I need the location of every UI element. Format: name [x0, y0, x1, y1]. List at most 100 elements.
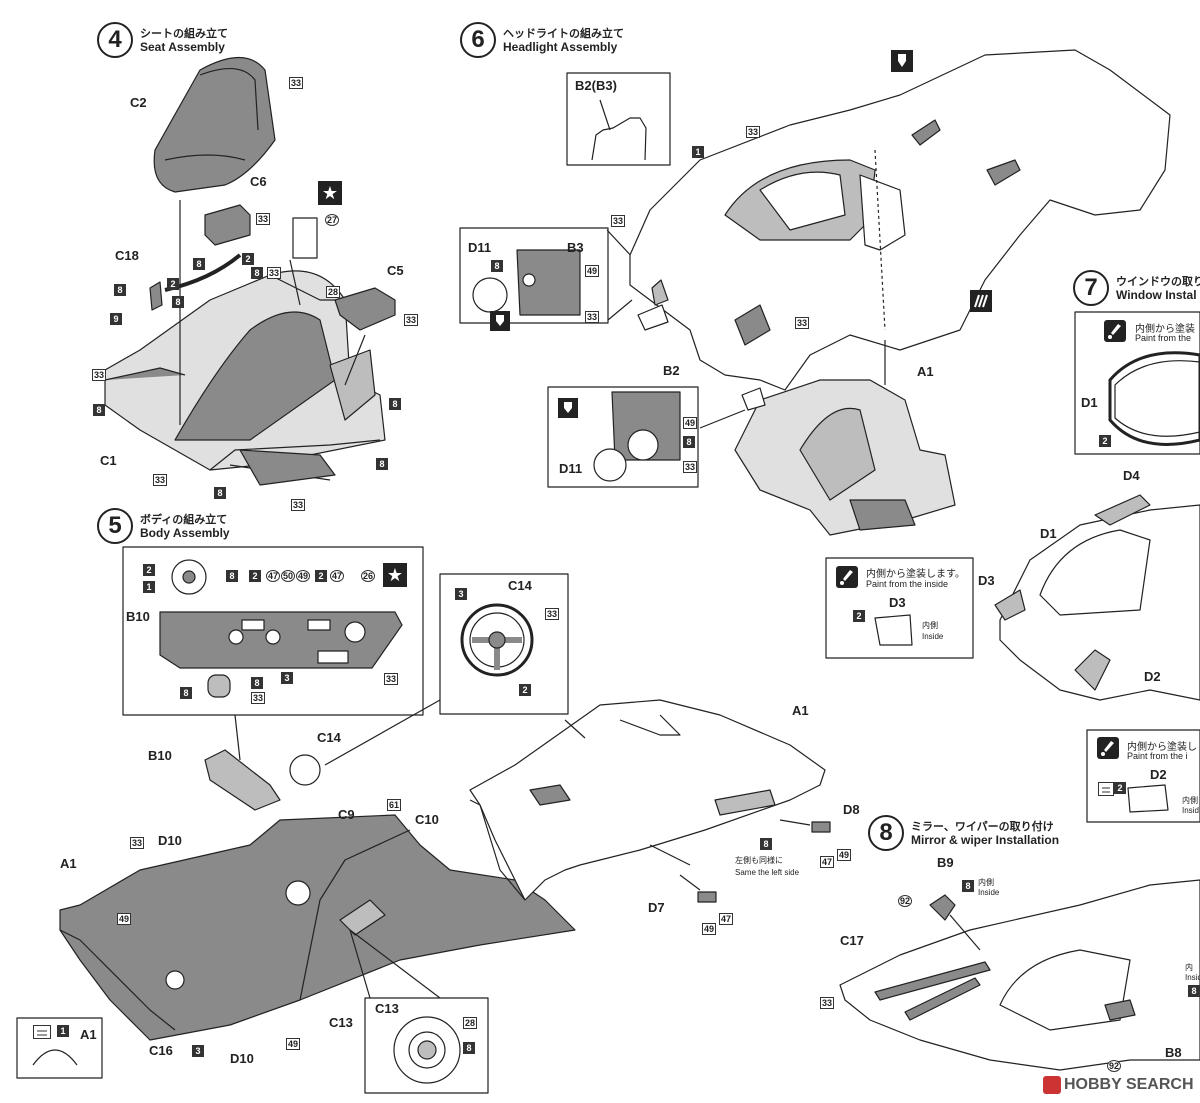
paint-code-8: 8: [114, 284, 126, 296]
paint-brush-icon: [836, 566, 858, 588]
paint-code-2: 2: [315, 570, 327, 582]
paint-code-61: 61: [387, 799, 402, 811]
paint-code-8: 8: [683, 436, 695, 448]
paint-code-3: 3: [281, 672, 293, 684]
paint-code-8: 8: [214, 487, 226, 499]
part-label-a1-step6: A1: [917, 364, 934, 379]
paint-code-33: 33: [289, 77, 304, 89]
paint-code-8: 8: [93, 404, 105, 416]
body-a1-lower-drawing: [59, 814, 576, 1041]
decal-icon: [1098, 782, 1114, 796]
part-label-d3: D3: [978, 573, 995, 588]
paint-code-28: 28: [326, 286, 341, 298]
note-paint-inside-en-step7: Paint from the: [1135, 333, 1192, 343]
decal-icon: [33, 1025, 51, 1039]
note-inside-jp: 内側: [922, 621, 938, 630]
part-label-c17: C17: [840, 933, 864, 948]
glue-icon: [490, 311, 510, 331]
paint-code-33: 33: [251, 692, 266, 704]
paint-code-8: 8: [376, 458, 388, 470]
body-window-drawing: [994, 494, 1200, 701]
step-4-number: 4: [97, 22, 133, 58]
part-label-d7: D7: [648, 900, 665, 915]
note-paint-inside-en: Paint from the inside: [866, 579, 949, 589]
part-label-c18: C18: [115, 248, 139, 263]
decal-icon: [970, 290, 992, 312]
step-6-title-en: Headlight Assembly: [503, 40, 618, 54]
paint-code-2: 2: [167, 278, 179, 290]
part-label-b10-body: B10: [148, 748, 172, 763]
paint-code-49: 49: [296, 570, 311, 582]
paint-code-49: 49: [585, 265, 600, 277]
paint-code-50: 50: [281, 570, 296, 582]
part-label-c9: C9: [338, 807, 355, 822]
paint-code-33: 33: [384, 673, 399, 685]
paint-code-27: 27: [325, 214, 340, 226]
step-4-title-en: Seat Assembly: [140, 40, 225, 54]
step-6-number: 6: [460, 22, 496, 58]
part-label-c5: C5: [387, 263, 404, 278]
paint-code-2: 2: [143, 564, 155, 576]
paint-code-8: 8: [962, 880, 974, 892]
paint-code-33: 33: [585, 311, 600, 323]
paint-code-8: 8: [251, 267, 263, 279]
paint-brush-icon: [1097, 737, 1119, 759]
step-7-title-jp: ウインドウの取り付: [1116, 276, 1200, 288]
paint-code-2: 2: [1099, 435, 1111, 447]
paint-code-47: 47: [820, 856, 835, 868]
step-4-title-jp: シートの組み立て: [140, 28, 228, 40]
part-label-b8: B8: [1165, 1045, 1182, 1060]
part-label-a1-detail: A1: [80, 1027, 97, 1042]
paint-code-26: 26: [361, 570, 376, 582]
glue-icon: [891, 50, 913, 72]
paint-code-3: 3: [455, 588, 467, 600]
part-label-c2: C2: [130, 95, 147, 110]
paint-code-8: 8: [180, 687, 192, 699]
step-7-number: 7: [1073, 270, 1109, 306]
seat-c2-drawing: [153, 57, 276, 193]
watermark-logo: [1043, 1076, 1061, 1094]
part-label-b9: B9: [937, 855, 954, 870]
note-same-left-en: Same the left side: [735, 868, 800, 877]
paint-code-92: 92: [898, 895, 913, 907]
note-inside-jp-d2: 内側: [1182, 796, 1198, 805]
cockpit-tub-drawing: [734, 379, 956, 536]
part-label-d11-top: D11: [468, 240, 492, 255]
step-5-number: 5: [97, 508, 133, 544]
part-label-b2b3: B2(B3): [575, 78, 617, 93]
paint-code-33: 33: [130, 837, 145, 849]
part-label-a1-step5: A1: [792, 703, 809, 718]
note-paint-inside-jp-d2: 内側から塗装し: [1127, 742, 1197, 753]
c6-bracket-drawing: [204, 204, 251, 246]
paint-code-33: 33: [611, 215, 626, 227]
paint-code-28: 28: [463, 1017, 478, 1029]
part-label-d1: D1: [1040, 526, 1057, 541]
paint-code-33: 33: [267, 267, 282, 279]
paint-code-2: 2: [242, 253, 254, 265]
part-label-c1: C1: [100, 453, 117, 468]
left-margin-bar: [0, 43, 68, 573]
part-label-b10: B10: [126, 609, 150, 624]
note-paint-inside-jp: 内側から塗装します。: [866, 569, 965, 580]
part-label-d4: D4: [1123, 468, 1140, 483]
paint-code-8: 8: [463, 1042, 475, 1054]
step-6-title-jp: ヘッドライトの組み立て: [503, 28, 624, 40]
part-label-b3: B3: [567, 240, 584, 255]
paint-code-33: 33: [404, 314, 419, 326]
paint-code-8: 8: [172, 296, 184, 308]
part-label-c16: C16: [149, 1043, 173, 1058]
note-same-left-jp: 左側も同様に: [735, 856, 783, 865]
paint-code-33: 33: [545, 608, 560, 620]
step-7-title-en: Window Instal: [1116, 288, 1197, 302]
paint-code-47: 47: [719, 913, 734, 925]
paint-code-33: 33: [291, 499, 306, 511]
paint-code-33: 33: [153, 474, 168, 486]
paint-code-47: 47: [330, 570, 345, 582]
part-label-a1-left: A1: [60, 856, 77, 871]
steering-wheel-c14-drawing: [460, 603, 534, 677]
part-label-d10-top: D10: [158, 833, 182, 848]
part-label-d10-bottom: D10: [230, 1051, 254, 1066]
paint-code-33: 33: [820, 997, 835, 1009]
note-inside-en-b8: Insid: [1185, 973, 1200, 982]
